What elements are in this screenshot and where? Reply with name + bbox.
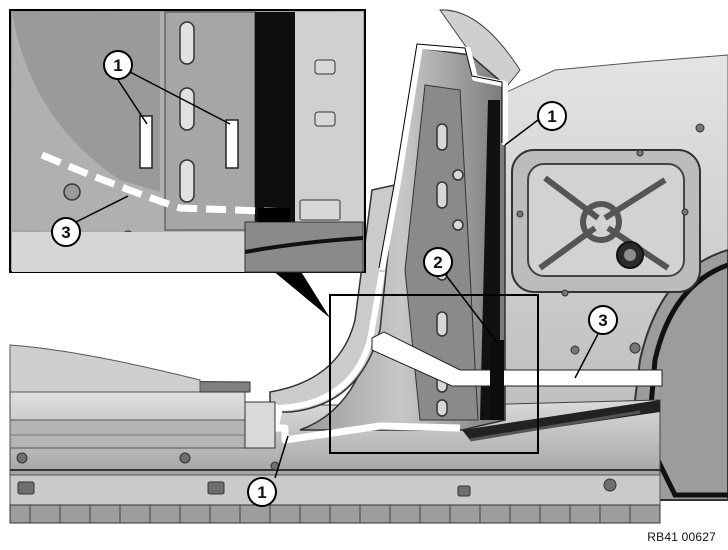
callout-main-2: 2 [423, 247, 453, 277]
sill-step [9, 474, 661, 506]
sill-holes [16, 452, 617, 497]
inset-pointer [272, 270, 330, 318]
callout-inset-3-label: 3 [61, 223, 70, 242]
detail-frame [329, 294, 539, 454]
adhesive-strip [371, 331, 663, 387]
inset-clip-right [225, 119, 239, 169]
callout-main-1-lower: 1 [247, 477, 277, 507]
callout-inset-3: 3 [51, 217, 81, 247]
sill-joint-plate [244, 401, 276, 449]
pillar-panel-seam [490, 340, 504, 420]
leader-lines [71, 71, 599, 479]
window-frame-edge [439, 9, 521, 96]
callout-main-3-label: 3 [598, 311, 607, 330]
adhesive-bead-pillar-outline [378, 43, 503, 269]
inset-dark-channel [255, 12, 295, 232]
inset-clip-left [139, 115, 153, 169]
callout-main-1-upper: 1 [537, 101, 567, 131]
mounting-holes [516, 123, 705, 355]
callout-main-2-label: 2 [433, 253, 442, 272]
callout-inset-1: 1 [103, 50, 133, 80]
front-door-edge [9, 344, 201, 393]
callout-main-1-lower-label: 1 [257, 483, 266, 502]
reference-code: RB41 00627 [647, 530, 716, 544]
sill-bottom-seam [9, 504, 661, 524]
adhesive-bead-pillar [379, 43, 508, 271]
main-view [9, 9, 728, 524]
sill-seam-ticks [29, 505, 631, 523]
rear-lower-seam [462, 400, 660, 440]
callout-main-1-upper-label: 1 [547, 107, 556, 126]
callout-inset-1-label: 1 [113, 56, 122, 75]
callout-main-3: 3 [588, 305, 618, 335]
adhesive-bead-sweep [272, 271, 385, 431]
